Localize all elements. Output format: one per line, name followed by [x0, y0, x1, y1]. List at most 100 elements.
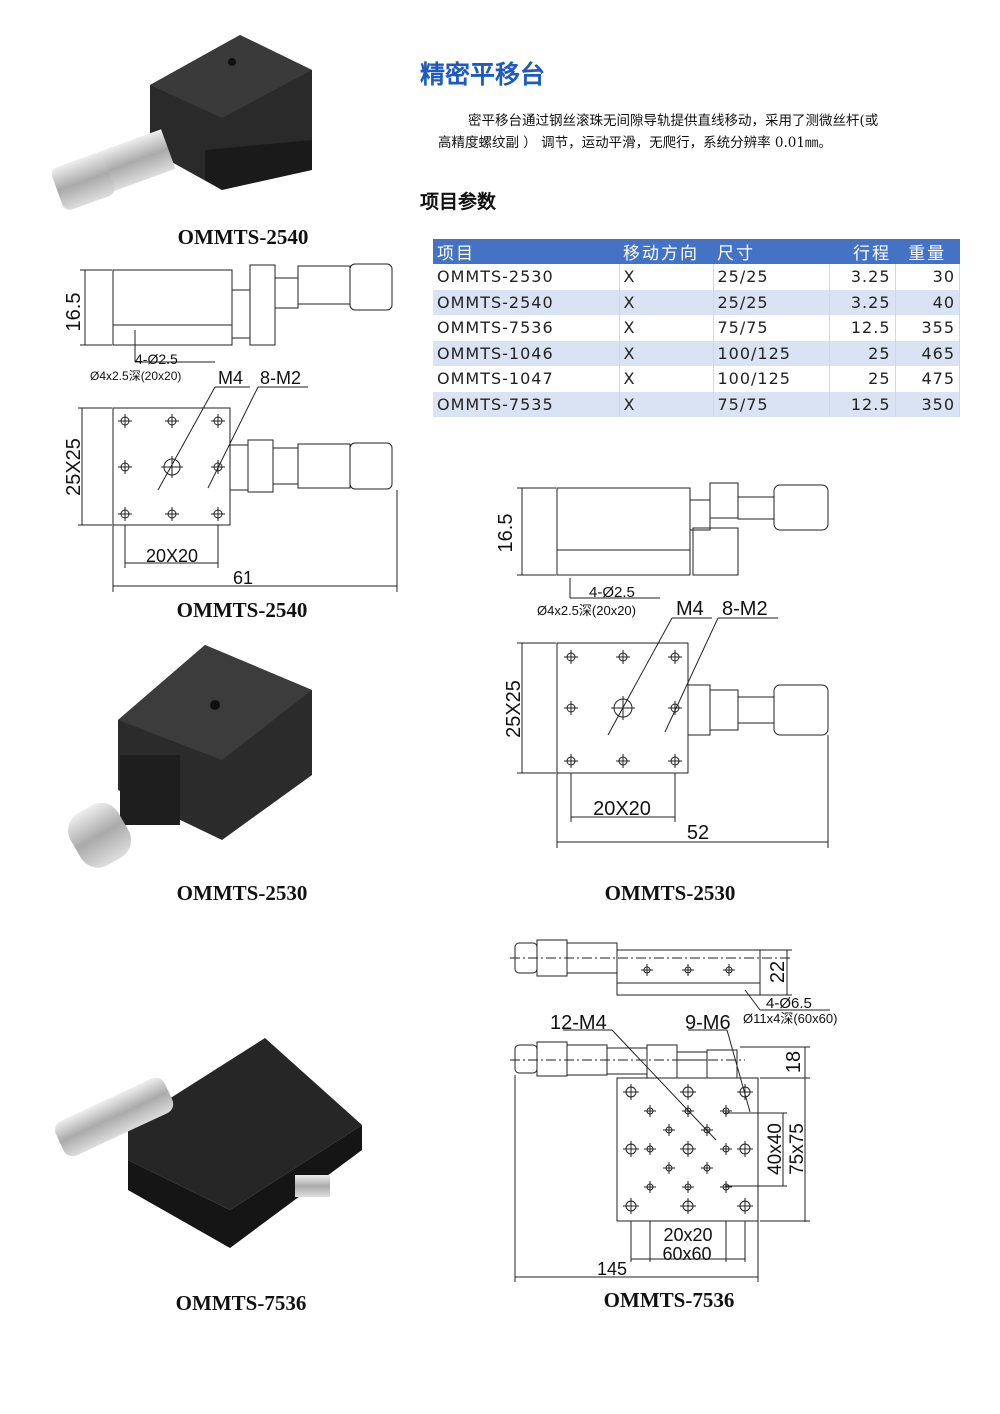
cell-direction: X	[619, 391, 714, 417]
cell-stroke: 25	[829, 340, 896, 366]
photo3-caption: OMMTS-7536	[175, 1291, 307, 1315]
mount-hole	[165, 414, 179, 428]
product-photo-ommts-7536	[54, 1038, 362, 1248]
drawing1-counterbore-label: Ø4x2.5深(20x20)	[90, 369, 181, 383]
m4-hole	[663, 1124, 675, 1136]
drawing2-length-label: 52	[687, 822, 709, 844]
m4-hole	[720, 1143, 732, 1155]
cell-model: OMMTS-7536	[433, 315, 620, 341]
cell-size: 75/75	[713, 315, 830, 341]
cell-direction: X	[619, 289, 714, 315]
drawing1-pitch-label: 20X20	[146, 546, 198, 566]
cell-weight: 350	[895, 391, 960, 417]
drawing3-inner-label: 40x40	[765, 1123, 786, 1175]
mount-hole	[564, 754, 578, 768]
m6-hole	[737, 1084, 753, 1100]
cell-size: 100/125	[713, 340, 830, 366]
mount-hole	[211, 460, 225, 474]
m6-hole	[737, 1198, 753, 1214]
mount-hole	[564, 650, 578, 664]
mount-hole	[211, 414, 225, 428]
mount-hole	[616, 754, 630, 768]
drawing1-side-view	[80, 263, 393, 363]
m6-hole	[623, 1141, 639, 1157]
m6-hole	[737, 1141, 753, 1157]
table-header-row: 项目 移动方向 尺寸 行程 重量	[433, 239, 960, 264]
m4-hole	[644, 1181, 656, 1193]
drawing1-caption: OMMTS-2540	[176, 598, 308, 622]
description-line-2: 高精度螺纹副 ） 调节，运动平滑，无爬行，系统分辨率 0.01㎜。	[438, 135, 832, 151]
drawing3-small-threads-label: 12-M4	[550, 1012, 607, 1034]
cell-size: 25/25	[713, 289, 830, 315]
drawing1-length-label: 61	[233, 568, 253, 588]
cell-model: OMMTS-1046	[433, 340, 620, 366]
mount-hole	[668, 701, 682, 715]
mount-hole	[118, 460, 132, 474]
drawing2-pitch-label: 20X20	[593, 798, 651, 820]
section-title: 项目参数	[420, 191, 497, 213]
cell-weight: 30	[895, 264, 960, 290]
description-line-1: 密平移台通过钢丝滚珠无间隙导轨提供直线移动，采用了测微丝杆(或	[468, 113, 879, 129]
mount-hole	[165, 507, 179, 521]
m6-hole	[680, 1198, 696, 1214]
m4-hole	[682, 1105, 694, 1117]
mount-hole	[668, 650, 682, 664]
drawing2-counterbore-label: Ø4x2.5深(20x20)	[537, 603, 636, 618]
m6-hole	[680, 1084, 696, 1100]
m4-hole	[701, 1162, 713, 1174]
m4-hole	[701, 1124, 713, 1136]
drawing1-size-label: 25X25	[63, 438, 85, 496]
page-title: 精密平移台	[420, 60, 546, 89]
cell-stroke: 12.5	[829, 391, 896, 417]
mount-hole	[611, 696, 635, 720]
drawing1-height-label: 16.5	[63, 293, 85, 332]
header-size: 尺寸	[713, 239, 829, 264]
drawing2-caption: OMMTS-2530	[604, 881, 736, 905]
m6-hole	[623, 1198, 639, 1214]
drawing3-caption: OMMTS-7536	[603, 1288, 735, 1312]
drawing2-center-thread-label: M4	[676, 598, 704, 620]
photo1-caption: OMMTS-2540	[177, 225, 309, 249]
drawing3-height-label: 22	[767, 961, 789, 983]
side-hole	[682, 964, 694, 976]
drawing2-size-label: 25X25	[503, 680, 525, 738]
m4-hole	[644, 1143, 656, 1155]
cell-model: OMMTS-1047	[433, 366, 620, 392]
mount-hole	[161, 456, 183, 478]
drawing3-top-view	[510, 1029, 810, 1282]
m4-hole	[720, 1181, 732, 1193]
mount-hole	[118, 507, 132, 521]
header-stroke: 行程	[829, 239, 895, 264]
cell-stroke: 3.25	[829, 264, 896, 290]
drawing2-holes-label: 4-Ø2.5	[589, 584, 635, 601]
drawing3-large-pitch-label: 60x60	[662, 1244, 711, 1264]
cell-weight: 475	[895, 366, 960, 392]
mount-hole	[668, 754, 682, 768]
mount-hole	[211, 507, 225, 521]
cell-size: 100/125	[713, 366, 830, 392]
drawing2-threads-label: 8-M2	[722, 598, 768, 620]
cell-stroke: 12.5	[829, 315, 896, 341]
drawing3-large-threads-label: 9-M6	[685, 1012, 731, 1034]
drawing2-side-view	[517, 482, 829, 599]
mount-hole	[616, 650, 630, 664]
cell-stroke: 25	[829, 366, 896, 392]
cell-weight: 355	[895, 315, 960, 341]
m4-hole	[644, 1105, 656, 1117]
cell-weight: 465	[895, 340, 960, 366]
header-weight: 重量	[895, 239, 960, 264]
mount-hole	[118, 414, 132, 428]
description: 密平移台通过钢丝滚珠无间隙导轨提供直线移动，采用了测微丝杆(或 高精度螺纹副 ）…	[438, 110, 948, 154]
drawing3-length-label: 145	[597, 1259, 627, 1279]
side-hole	[641, 964, 653, 976]
photo2-caption: OMMTS-2530	[176, 881, 308, 905]
drawing3-side-view	[510, 939, 830, 1011]
cell-model: OMMTS-2540	[433, 289, 620, 315]
cell-direction: X	[619, 340, 714, 366]
